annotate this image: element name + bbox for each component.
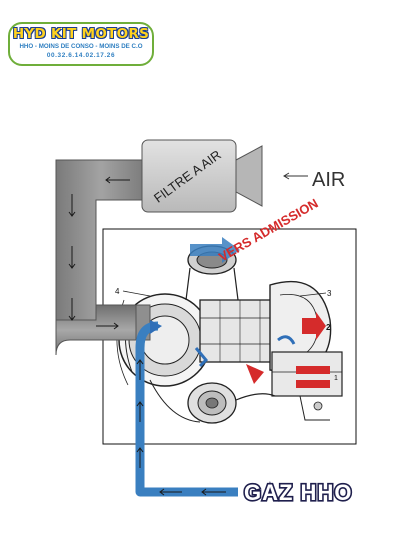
company-logo: HYD KIT MOTORS HHO - MOINS DE CONSO - MO…: [8, 22, 154, 66]
hho-gas-line: [135, 320, 238, 497]
callout-1: 1: [334, 375, 338, 382]
air-duct: [55, 159, 151, 356]
callout-2: 2: [326, 323, 331, 332]
hho-gas-label: GAZ HHO: [244, 480, 352, 505]
air-inlet: AIR: [283, 169, 345, 191]
logo-name: HYD KIT MOTORS: [12, 26, 150, 42]
callout-4: 4: [115, 287, 120, 296]
air-label: AIR: [312, 169, 345, 191]
air-filter: FILTRE A AIR: [141, 139, 263, 213]
logo-tagline: HHO - MOINS DE CONSO - MOINS DE C.O: [19, 43, 143, 50]
callouts: 4 3 2 1: [115, 287, 338, 382]
logo-phone: 00.32.6.14.02.17.26: [46, 52, 116, 59]
callout-3: 3: [327, 289, 332, 298]
